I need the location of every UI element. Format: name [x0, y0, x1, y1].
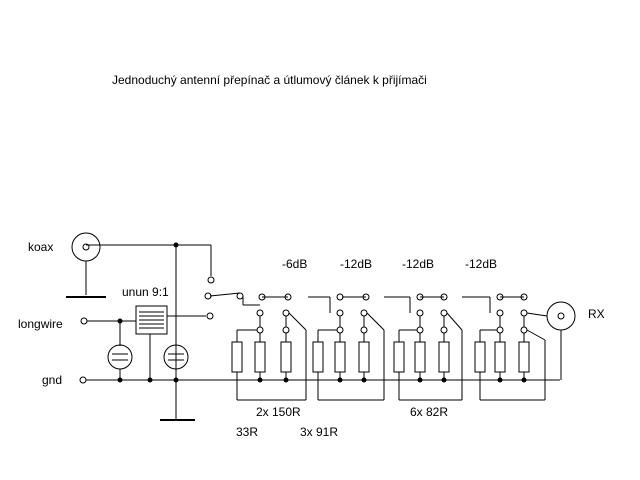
stage-3: [384, 293, 463, 401]
arrester-left-icon: [107, 340, 133, 380]
diagram-title: Jednoduchý antenní přepínač a útlumový č…: [112, 73, 427, 87]
stage-1: [231, 293, 307, 401]
note-82r: 6x 82R: [410, 405, 448, 419]
rx-connector-icon: [546, 301, 576, 380]
input-wiring: [79, 242, 560, 421]
label-longwire: longwire: [18, 317, 63, 331]
stage-db-label-1: -6dB: [282, 257, 307, 271]
stage-2: [308, 293, 385, 401]
stage-db-label-3: -12dB: [402, 257, 434, 271]
stage-4: [462, 293, 548, 401]
note-150r: 2x 150R: [256, 405, 301, 419]
label-gnd: gnd: [42, 373, 62, 387]
stage-db-label-4: -12dB: [465, 257, 497, 271]
note-91r: 3x 91R: [300, 425, 338, 439]
label-unun: unun 9:1: [122, 285, 169, 299]
label-rx: RX: [588, 307, 605, 321]
label-koax: koax: [28, 240, 53, 254]
arrester-right-icon: [163, 344, 189, 370]
stage-db-label-2: -12dB: [340, 257, 372, 271]
koax-connector-icon: [66, 232, 106, 298]
note-33r: 33R: [236, 425, 258, 439]
